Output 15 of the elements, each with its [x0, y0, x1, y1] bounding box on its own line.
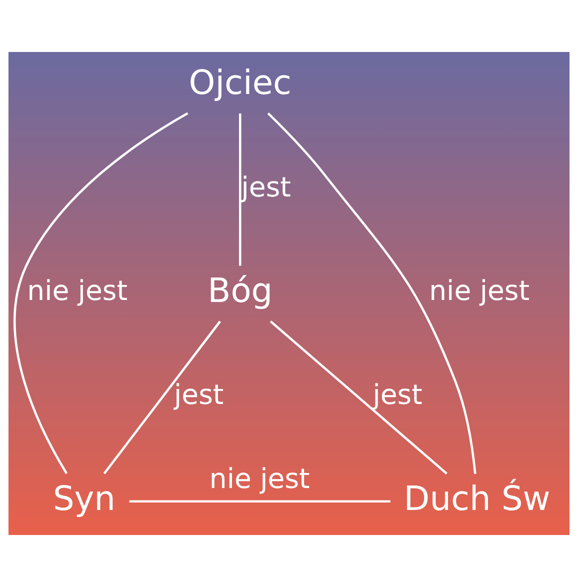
- connector: [270, 320, 448, 474]
- edge-label: jest: [174, 379, 224, 412]
- edge-label: nie jest: [27, 275, 128, 308]
- connector: [103, 320, 221, 474]
- edge-label: nie jest: [209, 463, 310, 496]
- connector: [238, 114, 242, 266]
- connector: [129, 500, 390, 503]
- edge-label: nie jest: [429, 275, 530, 308]
- node-text: Bóg: [208, 271, 273, 310]
- connector: [267, 112, 476, 474]
- connector: [14, 112, 188, 474]
- node-text: Duch Św: [404, 478, 550, 518]
- node-text: Syn: [52, 478, 116, 518]
- edge-label: jest: [372, 379, 422, 412]
- node-text: Ojciec: [188, 63, 292, 102]
